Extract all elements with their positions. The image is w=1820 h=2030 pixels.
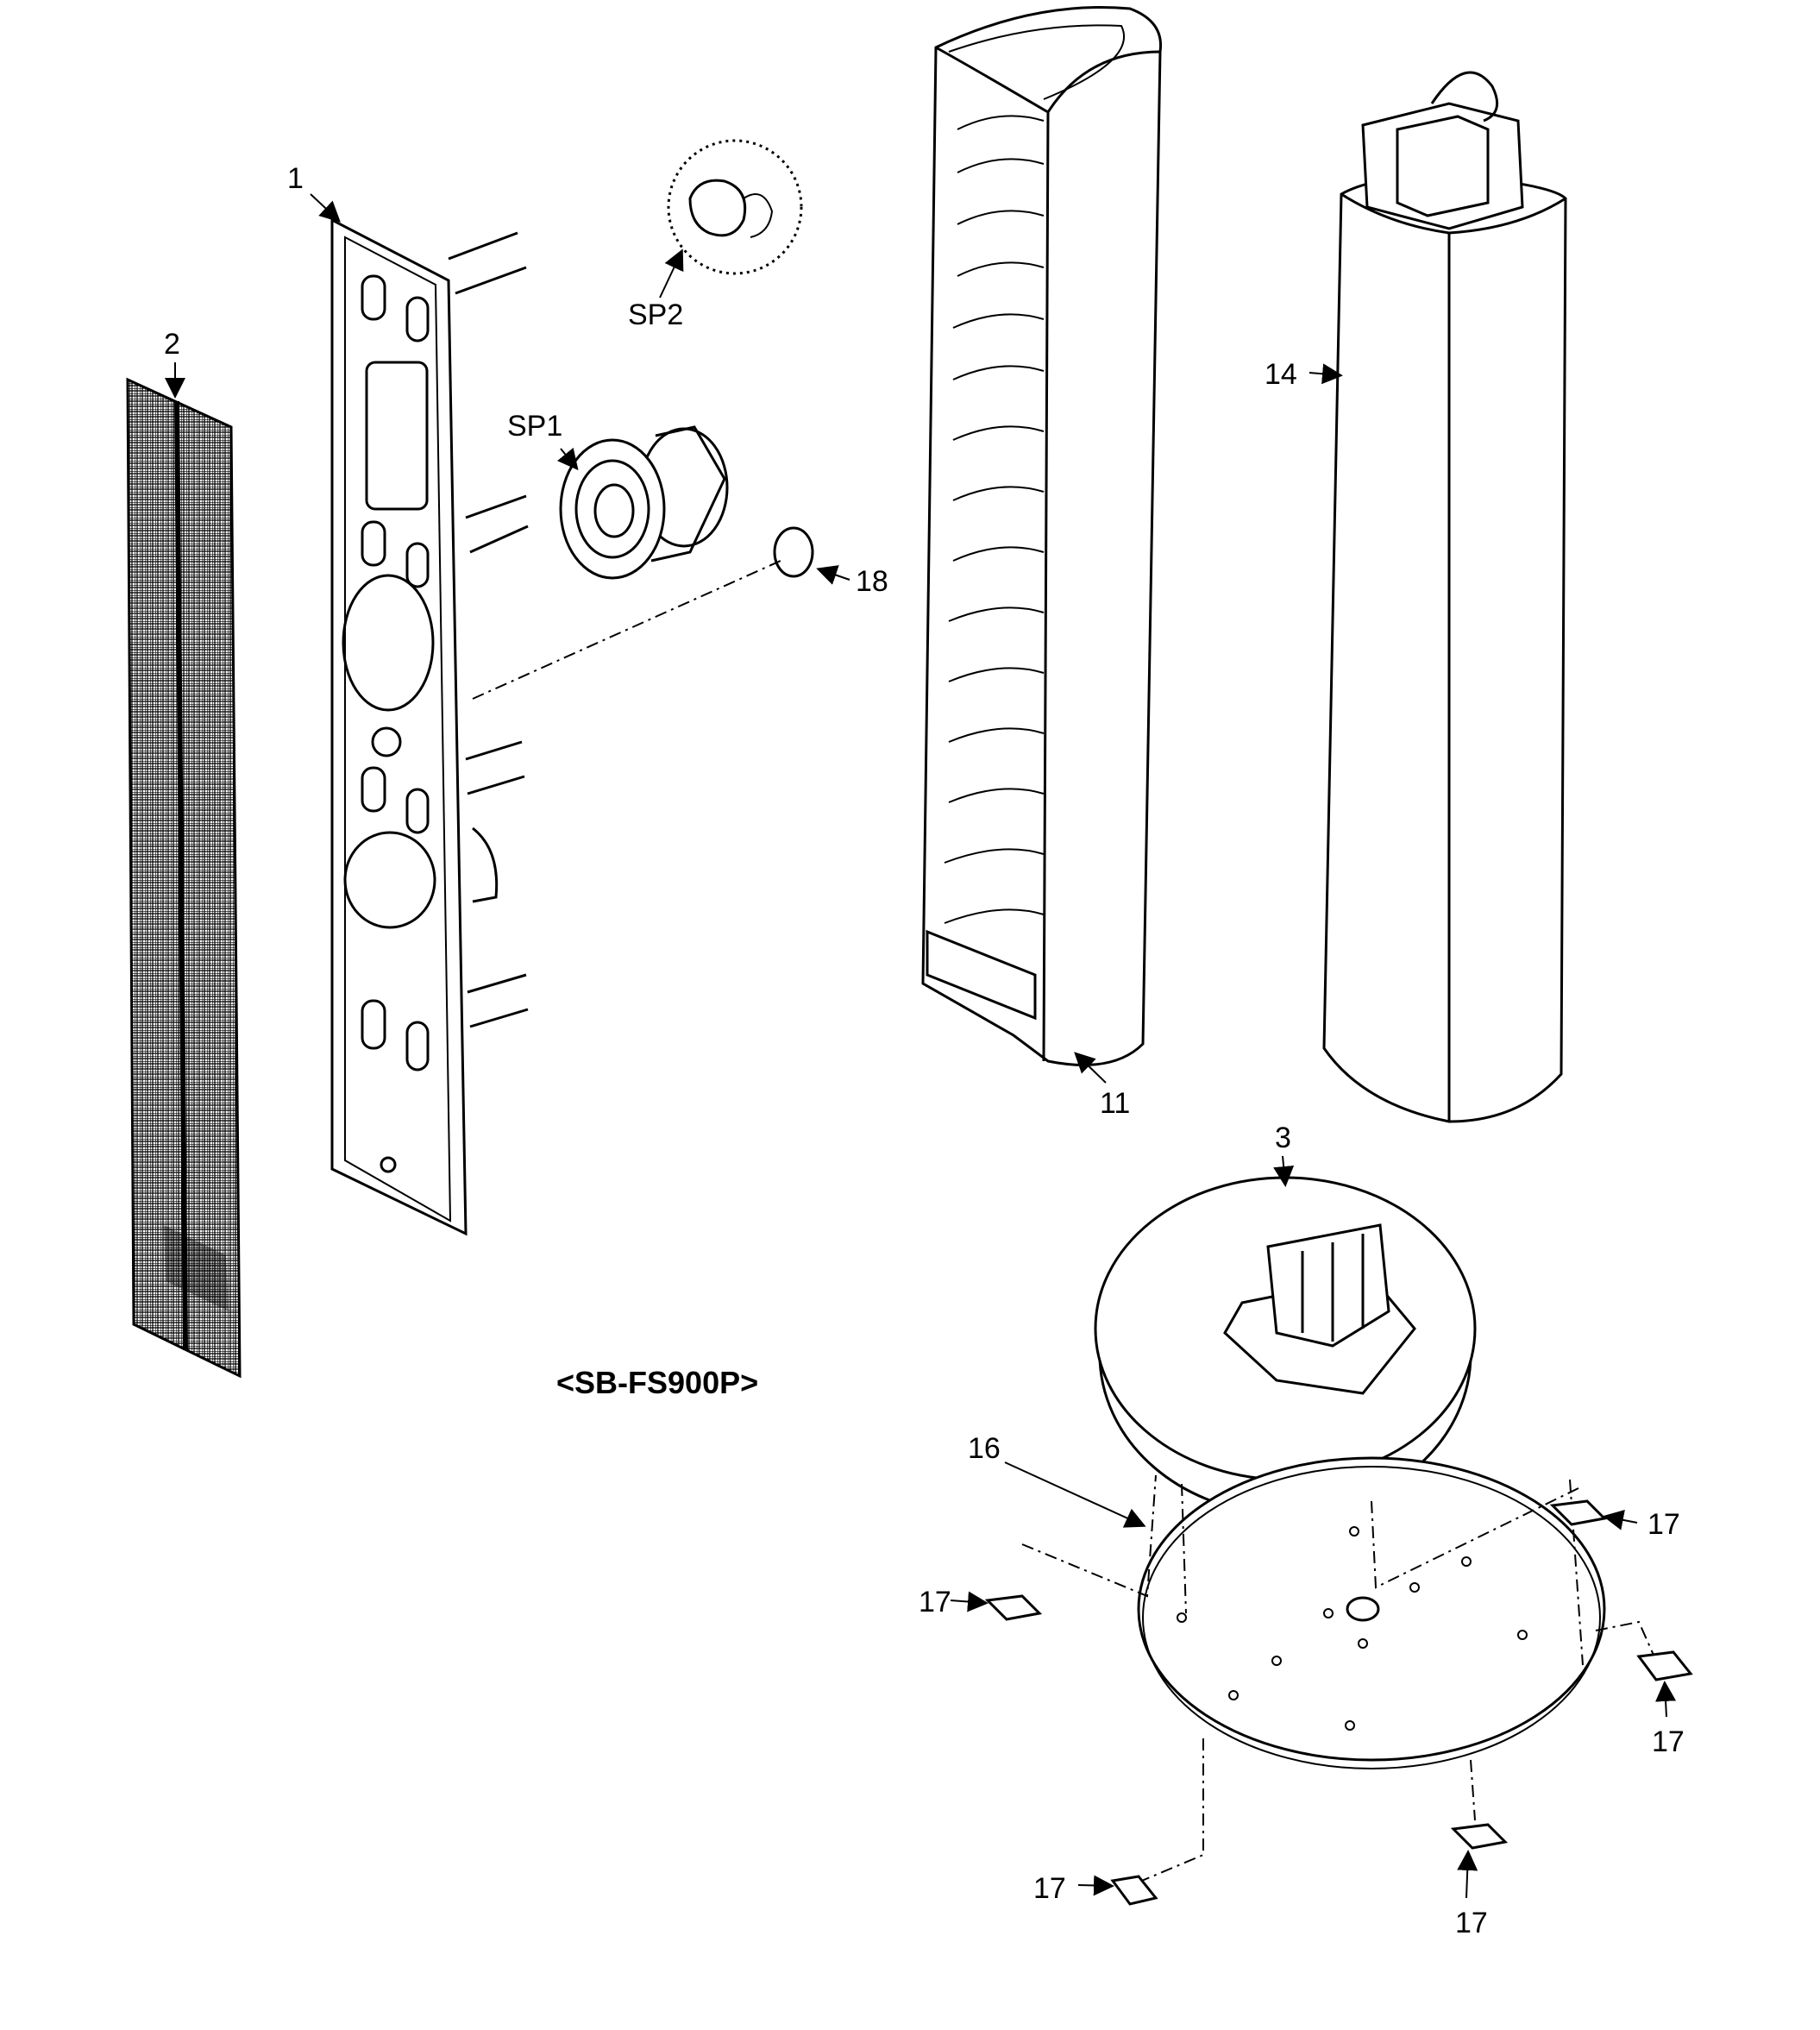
base-plate-lower <box>1021 1456 1657 1890</box>
rear-enclosure <box>921 6 1163 1066</box>
woofer-speaker <box>559 425 729 580</box>
label-part-11: 11 <box>1100 1087 1130 1120</box>
label-sp2: SP2 <box>628 299 683 331</box>
alignment-line <box>472 560 781 700</box>
label-part-18: 18 <box>856 565 888 598</box>
front-grille <box>126 377 242 1379</box>
tweeter-detail <box>667 139 803 275</box>
label-part-17-right: 17 <box>1647 1508 1680 1541</box>
cap-18 <box>773 526 814 578</box>
rubber-feet <box>984 1499 1693 1906</box>
leader-lines <box>165 193 1677 1899</box>
model-label: <SB-FS900P> <box>556 1365 758 1400</box>
label-part-3: 3 <box>1275 1122 1291 1154</box>
front-baffle-panel <box>330 217 529 1236</box>
label-sp1: SP1 <box>507 410 562 443</box>
base-plate-upper <box>1094 1176 1477 1516</box>
label-part-17-left: 17 <box>919 1586 951 1618</box>
label-part-16: 16 <box>968 1432 1001 1465</box>
label-part-2: 2 <box>164 328 180 361</box>
label-part-14: 14 <box>1265 358 1297 391</box>
label-part-1: 1 <box>287 162 304 195</box>
label-part-17-far-right: 17 <box>1652 1725 1685 1758</box>
label-part-17-bottom: 17 <box>1455 1907 1488 1939</box>
column-cover <box>1322 71 1567 1123</box>
label-part-17-bottom-left: 17 <box>1033 1872 1066 1905</box>
